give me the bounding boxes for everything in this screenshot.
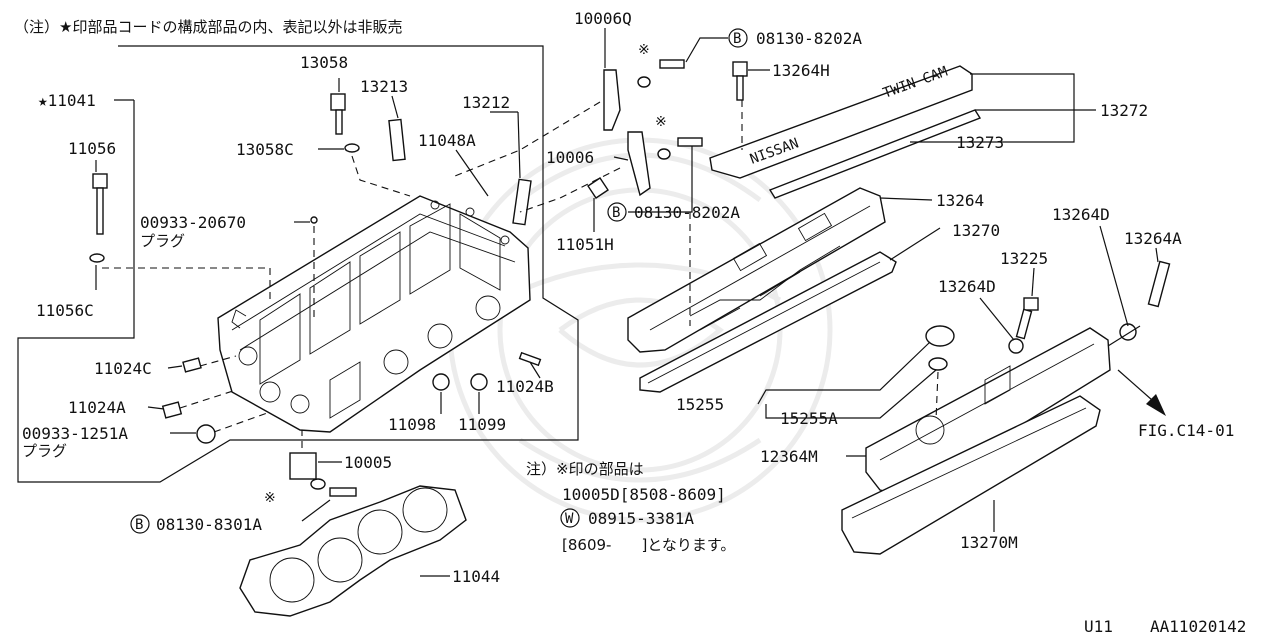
- b-mark-text: B: [612, 205, 620, 221]
- head-gasket: [239, 485, 467, 617]
- label-11024a: 11024A: [68, 398, 126, 417]
- label-12364m: 12364M: [760, 447, 818, 466]
- hardware: [89, 59, 1171, 497]
- label-15255: 15255: [676, 395, 724, 414]
- label-11056c: 11056C: [36, 301, 94, 320]
- label-plug-2: プラグ: [22, 442, 67, 460]
- label-00933-1251a: 00933-1251A: [22, 424, 128, 443]
- label-11048a: 11048A: [418, 131, 476, 150]
- label-13264d-mid: 13264D: [938, 277, 996, 296]
- label-15255a: 15255A: [780, 409, 838, 428]
- footnote: 注）※印の部品は 10005D[8508-8609] W 08915-3381A…: [526, 460, 735, 554]
- footnote-line-2: 10005D[8508-8609]: [562, 485, 726, 504]
- label-08130-8301a: 08130-8301A: [156, 515, 262, 534]
- label-13264d-right: 13264D: [1052, 205, 1110, 224]
- header-note: （注）★印部品コードの構成部品の内、表記以外は非販売: [14, 18, 402, 36]
- labels: （注）★印部品コードの構成部品の内、表記以外は非販売 10006Q ※ B 08…: [14, 9, 1246, 636]
- label-11024c: 11024C: [94, 359, 152, 378]
- fig-arrow: [1117, 369, 1166, 416]
- rocker-gasket-lower: [841, 395, 1101, 555]
- note-mark-mid: ※: [655, 114, 667, 130]
- w-mark-text: W: [565, 511, 574, 527]
- label-10006: 10006: [546, 148, 594, 167]
- label-11056: 11056: [68, 139, 116, 158]
- label-13270: 13270: [952, 221, 1000, 240]
- footnote-line-4: [8609- ]となります。: [562, 536, 735, 554]
- leader-lines: [95, 28, 1159, 577]
- b-mark-text: B: [733, 31, 741, 47]
- label-13272: 13272: [1100, 101, 1148, 120]
- label-13264h: 13264H: [772, 61, 830, 80]
- footnote-line-3: 08915-3381A: [588, 509, 694, 528]
- label-11051h: 11051H: [556, 235, 614, 254]
- label-13058c: 13058C: [236, 140, 294, 159]
- bolt-mark-b-mid: B: [607, 202, 627, 222]
- label-11024b: 11024B: [496, 377, 554, 396]
- label-08130-8202a-mid: 08130-8202A: [634, 203, 740, 222]
- cover-plate: NISSAN TWIN CAM: [709, 64, 982, 199]
- washer-mark-w: [560, 508, 580, 528]
- label-11041: ★11041: [38, 91, 96, 110]
- label-10005: 10005: [344, 453, 392, 472]
- bolt-mark-b-low: B: [130, 514, 150, 534]
- label-11099: 11099: [458, 415, 506, 434]
- label-10006q: 10006Q: [574, 9, 632, 28]
- cylinder-head: [217, 195, 531, 433]
- b-mark-text: B: [135, 517, 143, 533]
- footnote-line-1: 注）※印の部品は: [526, 460, 644, 478]
- note-mark: ※: [638, 42, 650, 58]
- label-13270m: 13270M: [960, 533, 1018, 552]
- label-00933-20670: 00933-20670: [140, 213, 246, 232]
- rocker-gasket-upper: [639, 251, 897, 393]
- note-mark-low: ※: [264, 490, 276, 506]
- label-13264a: 13264A: [1124, 229, 1182, 248]
- label-13213: 13213: [360, 77, 408, 96]
- label-fig-c14-01: FIG.C14-01: [1138, 421, 1234, 440]
- label-plug-1: プラグ: [140, 232, 185, 250]
- label-08130-8202a-top: 08130-8202A: [756, 29, 862, 48]
- label-13273: 13273: [956, 133, 1004, 152]
- label-11098: 11098: [388, 415, 436, 434]
- label-13264: 13264: [936, 191, 984, 210]
- footer-code-right: AA11020142: [1150, 617, 1246, 636]
- label-11044: 11044: [452, 567, 500, 586]
- footer-code-left: U11: [1084, 617, 1113, 636]
- assembly-bracket: [17, 45, 579, 483]
- label-13225: 13225: [1000, 249, 1048, 268]
- bolt-mark-b-top: B: [728, 28, 748, 48]
- rocker-cover-upper: [627, 187, 886, 353]
- assembly-lines: [102, 100, 939, 448]
- label-13058: 13058: [300, 53, 348, 72]
- label-13212: 13212: [462, 93, 510, 112]
